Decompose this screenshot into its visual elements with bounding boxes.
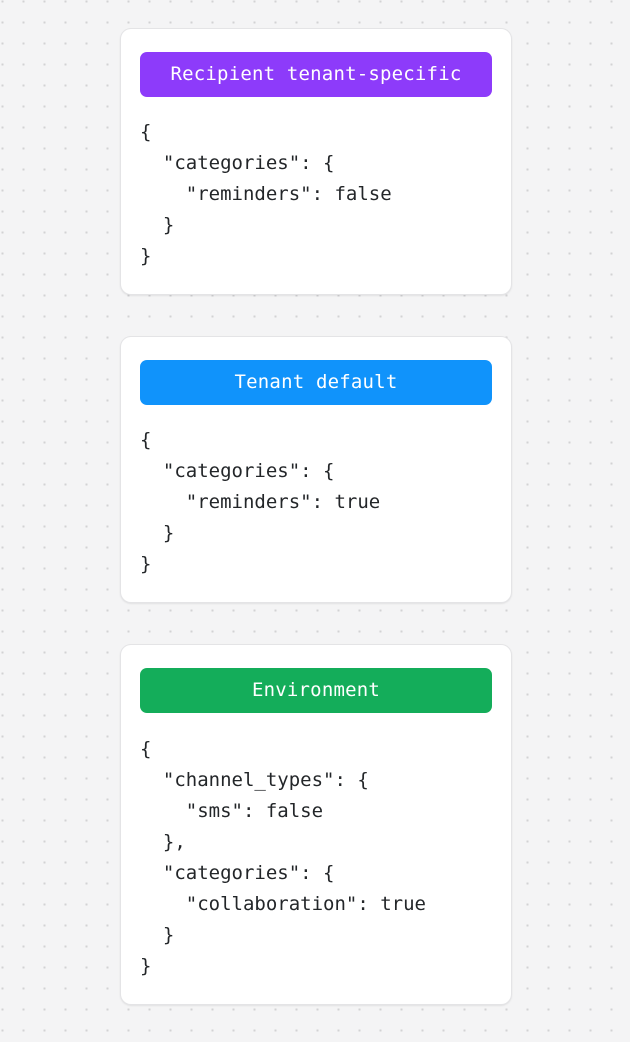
preference-layer-card-stack: Recipient tenant-specific { "categories"… xyxy=(120,28,512,1005)
badge-recipient-tenant-specific: Recipient tenant-specific xyxy=(140,52,492,97)
json-body-tenant-default: { "categories": { "reminders": true } } xyxy=(140,429,381,575)
json-body-recipient-tenant-specific: { "categories": { "reminders": false } } xyxy=(140,121,392,267)
badge-environment: Environment xyxy=(140,668,492,713)
card-environment: Environment { "channel_types": { "sms": … xyxy=(120,644,512,1005)
card-tenant-default: Tenant default { "categories": { "remind… xyxy=(120,336,512,603)
badge-tenant-default: Tenant default xyxy=(140,360,492,405)
json-body-environment: { "channel_types": { "sms": false }, "ca… xyxy=(140,738,426,977)
card-recipient-tenant-specific: Recipient tenant-specific { "categories"… xyxy=(120,28,512,295)
